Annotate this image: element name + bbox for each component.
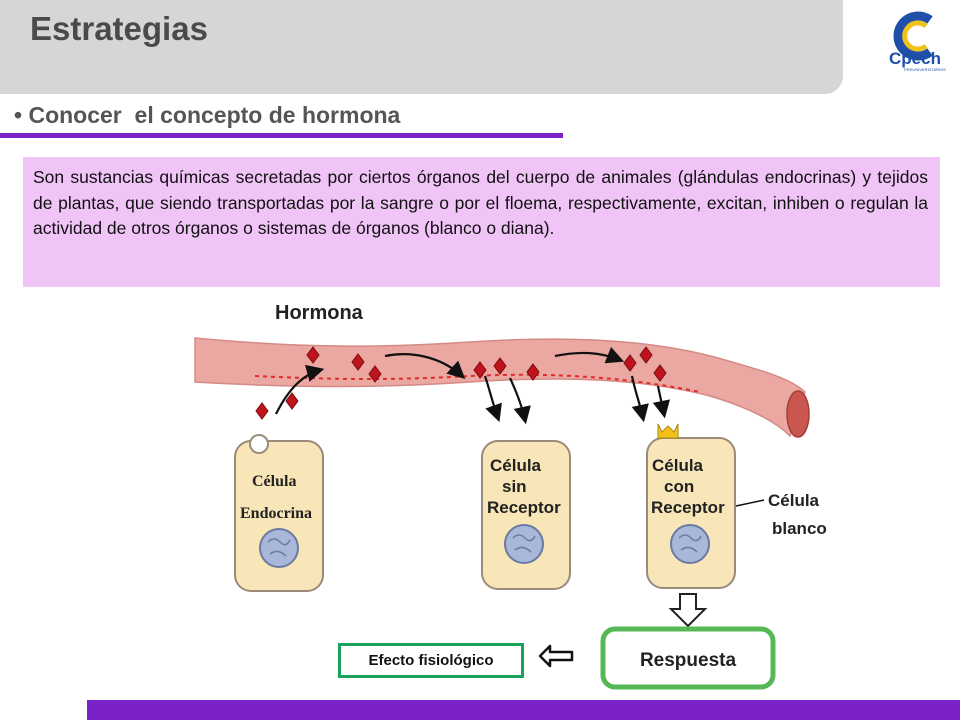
endocrine-cell-label-2: Endocrina (240, 505, 312, 522)
hormone-diamond (306, 346, 320, 364)
target-label-1: Célula (768, 491, 820, 510)
receptor-label-2: con (664, 477, 694, 496)
flow-arrows (275, 346, 671, 425)
blood-vessel (194, 337, 806, 438)
endocrine-cell: Célula Endocrina (234, 434, 324, 592)
bottom-bar (87, 700, 960, 720)
response-label: Respuesta (640, 650, 737, 671)
cell-with-receptor: Célula con Receptor (646, 423, 736, 589)
header-bar: Estrategias (0, 0, 843, 94)
subtitle-underline (0, 133, 563, 138)
hormone-diamond (493, 357, 507, 375)
page-title: Estrategias (30, 10, 208, 47)
subtitle-text: Conocer el concepto de hormona (28, 102, 401, 128)
hormone-diamond (653, 364, 667, 382)
hormone-diamond (255, 402, 269, 420)
response-box: Respuesta (600, 626, 776, 690)
hormone-diamond (351, 353, 365, 371)
hormone-diamond (526, 363, 540, 381)
hormone-diamond (473, 361, 487, 379)
hormone-label: Hormona (275, 302, 364, 324)
logo-text: Cpech (889, 49, 941, 68)
hormone-diamond (368, 365, 382, 383)
hormone-diamond (623, 354, 637, 372)
effect-label-box: Efecto fisiológico (338, 643, 524, 678)
logo-subtext: PREUNIVERSITARIOS (904, 67, 946, 72)
target-pointer-line (735, 499, 765, 507)
bullet: • (14, 102, 23, 128)
vessel-opening (786, 390, 810, 438)
receptor-icon (657, 423, 679, 439)
hormone-diamond (285, 392, 299, 410)
vessel-dotted-wall (254, 373, 701, 393)
down-arrow-icon (668, 593, 708, 628)
no-receptor-label-3: Receptor (487, 498, 561, 517)
receptor-label-3: Receptor (651, 498, 725, 517)
receptor-label-1: Célula (652, 456, 704, 475)
hormone-diagram: Hormona Célula Endocrina (194, 302, 827, 690)
subtitle: • Conocer el concepto de hormona (14, 102, 400, 129)
definition-box: Son sustancias químicas secretadas por c… (23, 157, 940, 287)
endocrine-cell-label-1: Célula (252, 473, 296, 490)
no-receptor-label-1: Célula (490, 456, 542, 475)
target-label-2: blanco (772, 519, 827, 538)
no-receptor-label-2: sin (502, 477, 527, 496)
hormone-diamond (639, 346, 653, 364)
definition-text: Son sustancias químicas secretadas por c… (33, 167, 928, 239)
effect-label: Efecto fisiológico (368, 652, 494, 669)
cpech-logo: Cpech PREUNIVERSITARIOS (889, 11, 946, 72)
left-arrow-icon (538, 644, 574, 668)
cell-without-receptor: Célula sin Receptor (481, 440, 571, 590)
hormone-molecules (255, 346, 667, 420)
